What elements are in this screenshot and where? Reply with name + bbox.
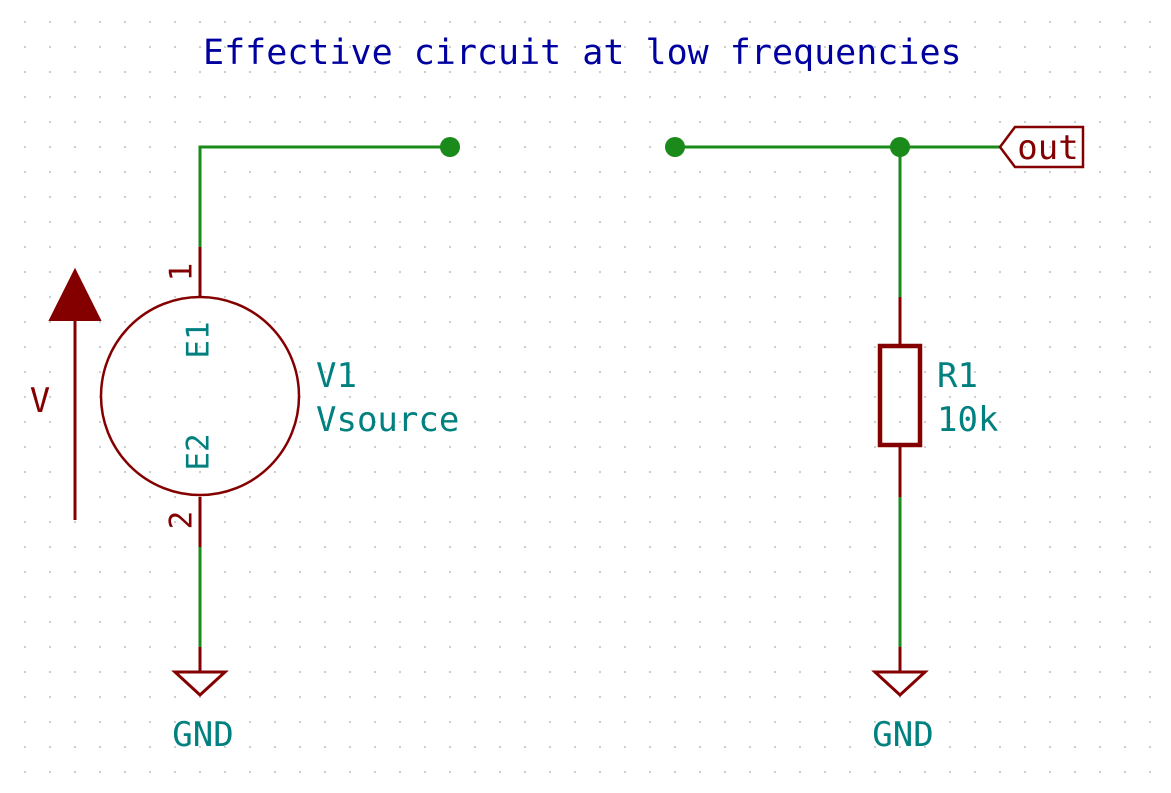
- resistor-value[interactable]: 10k: [937, 400, 998, 440]
- wire-end-dot-left[interactable]: [440, 137, 460, 157]
- junctions: [440, 137, 910, 157]
- gnd-symbol-right[interactable]: [871, 647, 929, 698]
- gnd-right-triangle: [871, 670, 929, 698]
- gnd-left-label: GND: [172, 715, 233, 755]
- resistor-reference[interactable]: R1: [937, 356, 978, 396]
- source-pin2-name: E2: [181, 433, 217, 470]
- wire-end-dot-right[interactable]: [665, 137, 685, 157]
- source-arrow-label: V: [30, 381, 50, 421]
- gnd-left-triangle: [171, 670, 229, 698]
- net-label-out-text: out: [1017, 128, 1078, 168]
- gnd-right-label: GND: [872, 715, 933, 755]
- schematic-title: Effective circuit at low frequencies: [203, 33, 962, 73]
- net-label-out-outline: [998, 125, 1085, 169]
- source-pin1-number: 1: [164, 263, 200, 282]
- resistor-symbol[interactable]: [877, 297, 923, 497]
- junction-dot-out[interactable]: [890, 137, 910, 157]
- source-pin1-name: E1: [181, 321, 217, 358]
- wire-source-top[interactable]: [198, 145, 452, 249]
- gnd-symbol-left[interactable]: [171, 647, 229, 698]
- source-reference[interactable]: V1: [316, 356, 357, 396]
- polarity-arrow-head: [48, 267, 102, 321]
- source-value[interactable]: Vsource: [316, 400, 459, 440]
- wires: [198, 145, 1002, 649]
- voltage-source-symbol[interactable]: 1 2 E1 E2 V: [30, 247, 301, 547]
- source-circle: [99, 295, 301, 497]
- source-pin2-number: 2: [164, 511, 200, 530]
- net-label-out[interactable]: out: [998, 125, 1085, 169]
